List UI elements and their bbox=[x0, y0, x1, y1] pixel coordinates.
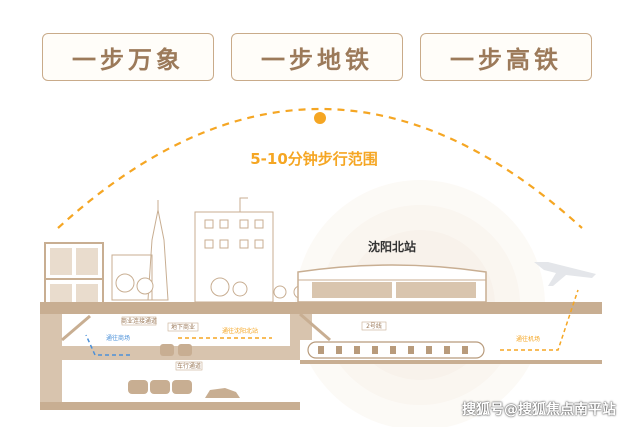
walking-range-label: 5-10分钟步行范围 bbox=[250, 150, 378, 168]
arc-apex-dot bbox=[314, 112, 326, 124]
tag-high-speed-rail: 一步高铁 bbox=[420, 33, 592, 81]
parking-label: 车行通道 bbox=[177, 362, 201, 370]
underground-store-label: 地下商业 bbox=[171, 323, 195, 331]
metro-train bbox=[307, 341, 485, 359]
line2-label: 2号线 bbox=[366, 322, 382, 330]
to-airport-label: 通往机场 bbox=[516, 335, 540, 343]
walking-range-arc bbox=[57, 107, 583, 229]
city-skyline bbox=[111, 197, 274, 303]
to-airport-arrow bbox=[500, 289, 579, 351]
to-mall-arrow bbox=[85, 334, 130, 356]
airplane-icon bbox=[534, 262, 596, 286]
parked-cars bbox=[128, 380, 240, 398]
to-mall-label: 通往商场 bbox=[106, 334, 130, 342]
tag-wanxiang: 一步万象 bbox=[42, 33, 214, 81]
station-name: 沈阳北站 bbox=[368, 239, 416, 254]
mall-blocks bbox=[160, 344, 192, 356]
station-building bbox=[297, 264, 487, 303]
watermark: 搜狐号@搜狐焦点南平站 bbox=[462, 402, 616, 418]
escalators bbox=[61, 312, 331, 342]
mall-connector-label: 商业连接通道 bbox=[121, 317, 157, 325]
to-station-label: 通往沈阳北站 bbox=[222, 327, 258, 335]
tag-metro: 一步地铁 bbox=[231, 33, 403, 81]
trees bbox=[115, 273, 307, 299]
